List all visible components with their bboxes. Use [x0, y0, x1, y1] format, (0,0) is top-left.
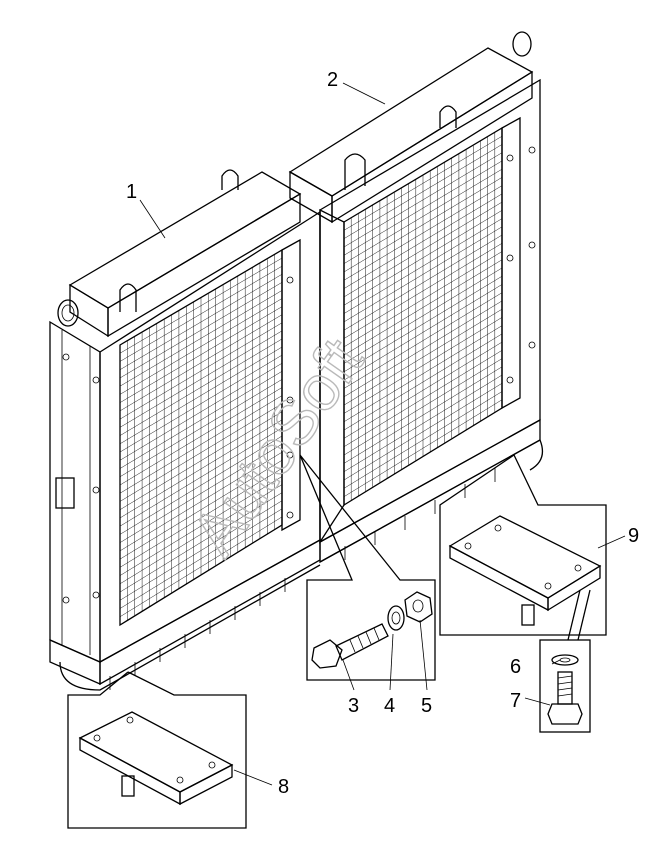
callout-3: 3	[348, 695, 359, 717]
callout-9: 9	[628, 525, 639, 547]
fastener-detail-box	[299, 454, 436, 681]
callout-6: 6	[510, 656, 521, 678]
callout-8: 8	[278, 776, 289, 798]
small-bolt-detail-box	[539, 639, 591, 733]
callout-7: 7	[510, 690, 521, 712]
watermark: AutoSoft	[177, 325, 377, 568]
callout-1: 1	[126, 181, 137, 203]
left-mount-detail-box	[67, 671, 247, 829]
callout-4: 4	[384, 695, 395, 717]
callout-2: 2	[327, 69, 338, 91]
right-radiator	[288, 31, 544, 564]
left-radiator-core-mesh	[119, 254, 283, 621]
right-mount-detail-box	[439, 454, 607, 641]
right-radiator-core-mesh	[343, 132, 503, 501]
callout-5: 5	[421, 695, 432, 717]
leader-lines	[139, 82, 626, 786]
